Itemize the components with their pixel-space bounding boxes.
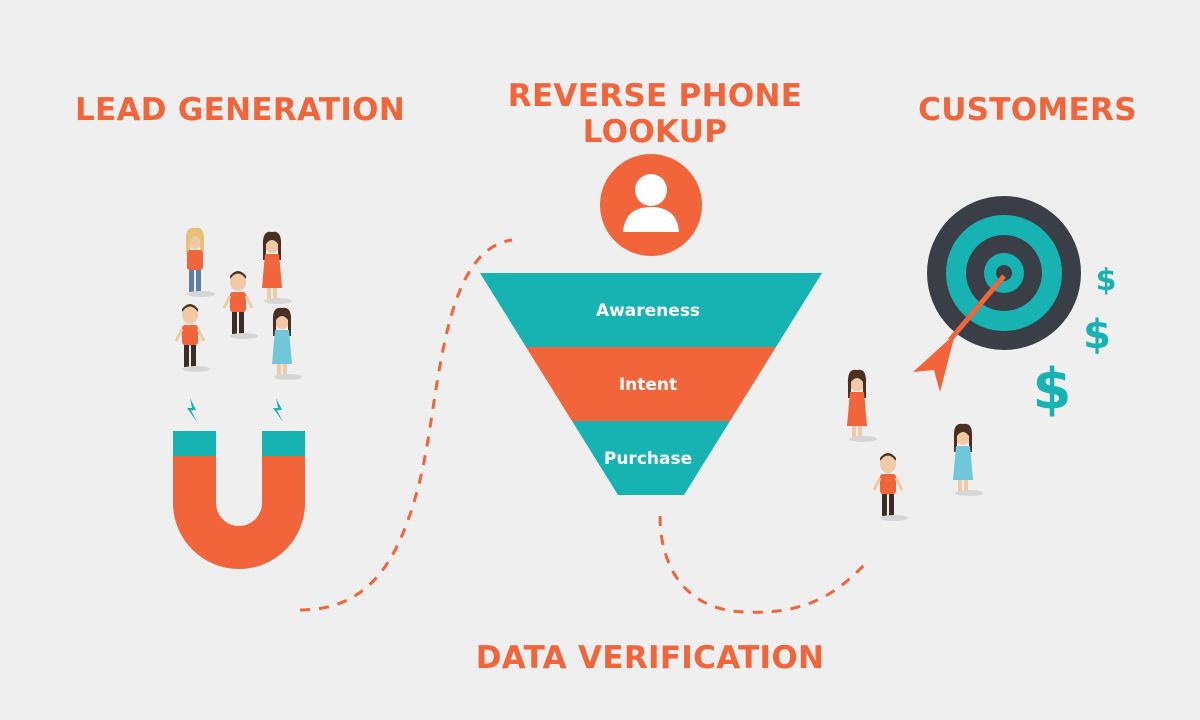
dollar-icon: $ [1083, 312, 1111, 358]
customers-title: CUSTOMERS [918, 92, 1137, 128]
connector-path-left [299, 238, 513, 612]
funnel-label-intent: Intent [619, 375, 677, 395]
funnel-label-purchase: Purchase [604, 449, 692, 469]
funnel-stage-intent [526, 347, 776, 421]
data-verification-title: DATA VERIFICATION [475, 640, 825, 676]
arrow-icon [913, 274, 1006, 392]
reverse-phone-lookup-title: REVERSE PHONE LOOKUP [507, 78, 803, 150]
dollar-icons: $ $ $ [1033, 263, 1117, 422]
funnel-label-awareness: Awareness [596, 301, 700, 321]
funnel-stage-awareness [480, 273, 822, 347]
customer-people-group [847, 369, 983, 523]
user-icon [600, 154, 702, 256]
connector-path-right [658, 515, 868, 614]
magnet-icon [173, 398, 305, 569]
sales-funnel: Awareness Intent Purchase [480, 273, 822, 495]
lead-people-group [174, 227, 302, 380]
dollar-icon: $ [1096, 263, 1117, 298]
target-icon [927, 196, 1081, 350]
dollar-icon: $ [1033, 357, 1072, 422]
lead-generation-title: LEAD GENERATION [74, 92, 406, 128]
funnel-stage-purchase [572, 421, 730, 495]
